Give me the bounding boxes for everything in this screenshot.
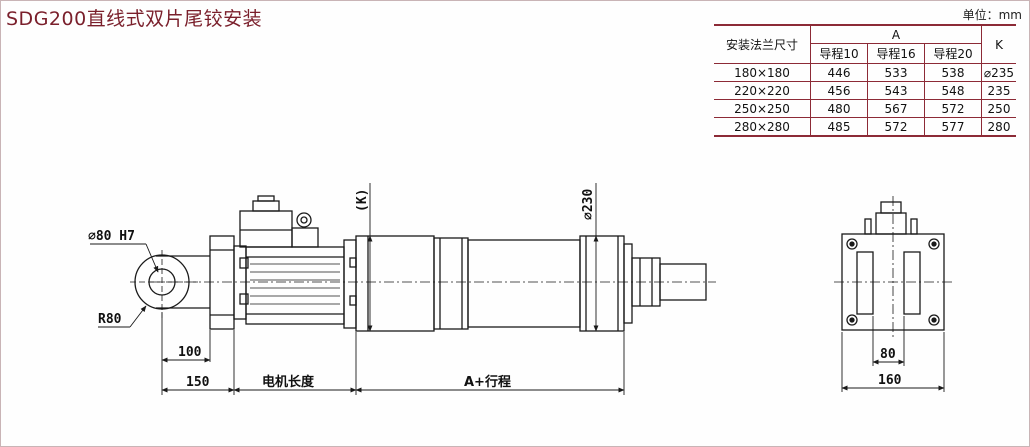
terminal-box xyxy=(239,195,319,248)
cell-a16: 572 xyxy=(867,117,925,137)
table-row: 220×220 456 543 548 235 xyxy=(714,81,1016,100)
dim-side-80-label: 80 xyxy=(880,347,896,362)
dim-a-stroke-label: A+行程 xyxy=(464,374,511,390)
front-view xyxy=(130,195,716,332)
rear-flange xyxy=(209,235,249,330)
clevis-eye xyxy=(130,250,210,318)
dim-k-label: (K) xyxy=(355,189,370,212)
cell-size: 250×250 xyxy=(714,99,811,118)
dim-radius-label: R80 xyxy=(98,312,122,327)
cell-size: 280×280 xyxy=(714,117,811,137)
cell-a20: 577 xyxy=(924,117,982,137)
dimensions xyxy=(90,183,945,395)
dim-150-label: 150 xyxy=(186,375,210,390)
table-row: 280×280 485 572 577 280 xyxy=(714,117,1016,137)
cell-k: 280 xyxy=(981,117,1016,137)
actuator-cylinder xyxy=(355,235,633,332)
table-row: 250×250 480 567 572 250 xyxy=(714,99,1016,118)
table-header-row: 安装法兰尺寸 A K xyxy=(714,24,1016,64)
cell-a10: 485 xyxy=(810,117,868,137)
header-k: K xyxy=(981,24,1016,64)
unit-label: 单位：mm xyxy=(962,8,1022,22)
dim-230-label: ⌀230 xyxy=(581,189,596,220)
header-lead-20: 导程20 xyxy=(924,43,982,64)
cell-k: ⌀235 xyxy=(981,63,1016,82)
side-view xyxy=(834,196,952,340)
cell-a10: 480 xyxy=(810,99,868,118)
cell-a16: 567 xyxy=(867,99,925,118)
spec-table: 安装法兰尺寸 A K 导程10 导程16 导程20 180×180 446 53… xyxy=(714,24,1016,137)
dim-hole-label: ⌀80 H7 xyxy=(88,229,135,244)
dim-motor-length-label: 电机长度 xyxy=(262,374,315,390)
table-subheader-row: 导程10 导程16 导程20 xyxy=(714,43,1016,64)
page-title: SDG200直线式双片尾铰安装 xyxy=(6,8,263,30)
header-lead-16: 导程16 xyxy=(867,43,925,64)
dimension-labels: ⌀80 H7 R80 100 150 电机长度 A+行程 (K) ⌀230 80… xyxy=(88,189,902,390)
cell-a20: 538 xyxy=(924,63,982,82)
cell-a16: 533 xyxy=(867,63,925,82)
header-lead-10: 导程10 xyxy=(810,43,868,64)
dim-100-label: 100 xyxy=(178,345,202,360)
header-flange-size: 安装法兰尺寸 xyxy=(714,24,811,64)
cell-k: 250 xyxy=(981,99,1016,118)
cell-a20: 572 xyxy=(924,99,982,118)
motor-body xyxy=(245,239,357,329)
dim-side-160-label: 160 xyxy=(878,373,902,388)
